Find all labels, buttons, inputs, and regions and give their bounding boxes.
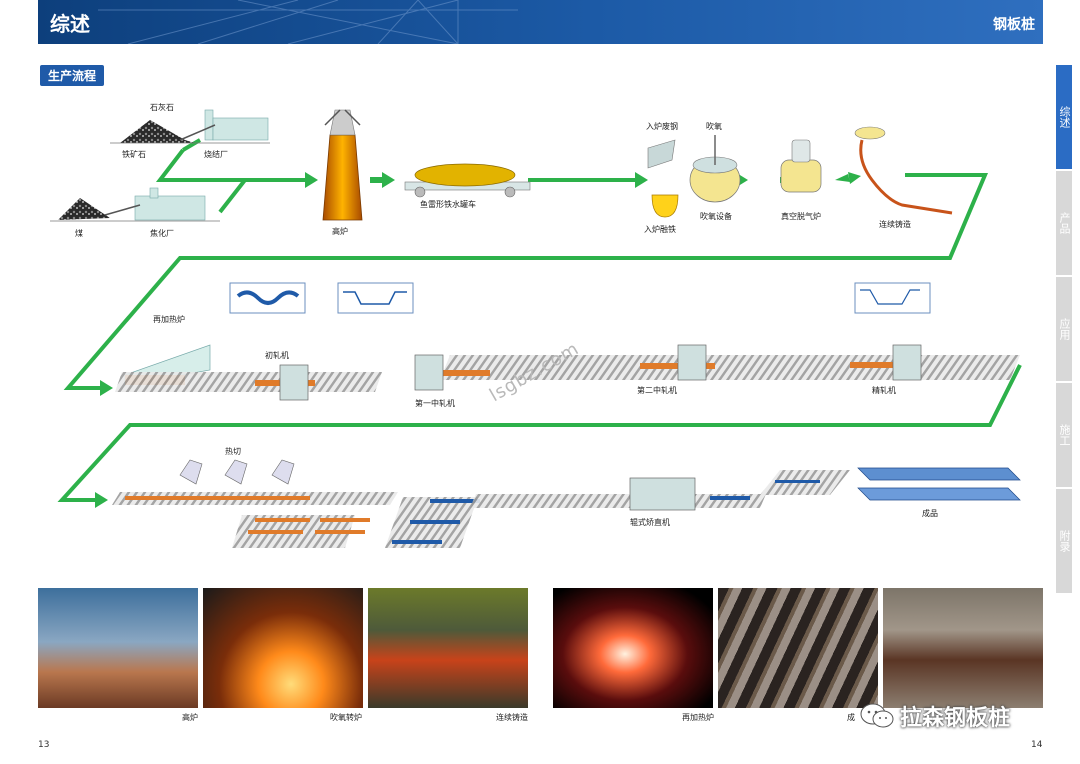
header-product-label: 钢板桩 <box>993 17 1035 33</box>
label-product: 成品 <box>922 508 938 518</box>
brand-name: 拉森钢板桩 <box>900 706 1011 731</box>
photo-converter <box>203 588 363 708</box>
header-structure-art <box>98 0 518 44</box>
page-number-left: 13 <box>38 740 50 750</box>
side-tabs: 综述 产品 应用 施工 附录 <box>1056 65 1080 595</box>
label-caster: 连续铸造 <box>879 219 911 229</box>
wechat-icon <box>860 703 894 728</box>
flow-path <box>57 138 1022 502</box>
label-blast-furnace: 高炉 <box>332 226 348 236</box>
label-reheat: 再加热炉 <box>153 314 185 324</box>
label-hot-metal: 入炉融铁 <box>644 224 676 234</box>
photo-continuous-casting <box>368 588 528 708</box>
finishing-line <box>112 459 1021 548</box>
caption-sheet-piles: 成 <box>847 713 855 722</box>
photo-reheat-furnace <box>553 588 713 708</box>
page-title: 综述 <box>50 12 90 36</box>
photo-sheet-piles <box>718 588 878 708</box>
caption-blast-furnace: 高炉 <box>182 713 198 722</box>
brand-overlay: 拉森钢板桩 <box>860 700 1010 732</box>
tab-overview[interactable]: 综述 <box>1056 65 1072 169</box>
label-coal: 煤 <box>75 228 83 238</box>
tab-appendix[interactable]: 附录 <box>1056 489 1072 593</box>
production-flow-diagram: 石灰石 铁矿石 烧结厂 煤 焦化厂 高炉 鱼雷形铁水罐车 入炉废钢 吹氧 入炉融… <box>50 102 1022 548</box>
caption-continuous-casting: 连续铸造 <box>496 713 528 722</box>
rolling-line <box>115 282 1020 401</box>
photo-blast-furnace <box>38 588 198 708</box>
tab-construction[interactable]: 施工 <box>1056 383 1072 487</box>
label-coke: 焦化厂 <box>150 228 174 238</box>
label-oxygen: 吹氧 <box>706 121 722 131</box>
tab-applications[interactable]: 应用 <box>1056 277 1072 381</box>
caption-converter: 吹氧转炉 <box>330 713 362 722</box>
page-header: 综述 钢板桩 <box>38 0 1043 44</box>
caption-reheat-furnace: 再加热炉 <box>682 713 714 722</box>
label-degas: 真空脱气炉 <box>781 211 821 221</box>
label-limestone: 石灰石 <box>150 102 174 112</box>
label-finish-mill: 精轧机 <box>872 385 896 395</box>
label-straightener: 辊式矫直机 <box>630 517 670 527</box>
tab-products[interactable]: 产品 <box>1056 171 1072 275</box>
label-iron-ore: 铁矿石 <box>122 149 146 159</box>
label-scrap: 入炉废钢 <box>646 121 678 131</box>
torpedo-car-illustration <box>404 163 531 198</box>
flow-arrowheads <box>95 172 861 508</box>
label-sinter: 烧结厂 <box>204 149 228 159</box>
steelmaking-illustration <box>647 126 953 218</box>
label-torpedo-car: 鱼雷形铁水罐车 <box>420 199 476 209</box>
label-bof: 吹氧设备 <box>700 211 732 221</box>
label-hot-cut: 热切 <box>225 446 241 456</box>
blast-furnace-illustration <box>322 109 363 221</box>
label-rough-mill: 初轧机 <box>265 350 289 360</box>
raw-materials <box>50 109 270 222</box>
photo-installed-piles <box>883 588 1043 708</box>
label-intermediate-1: 第一中轧机 <box>415 398 455 408</box>
section-title: 生产流程 <box>40 65 105 86</box>
label-intermediate-2: 第二中轧机 <box>637 385 677 395</box>
page-number-right: 14 <box>1031 740 1043 750</box>
